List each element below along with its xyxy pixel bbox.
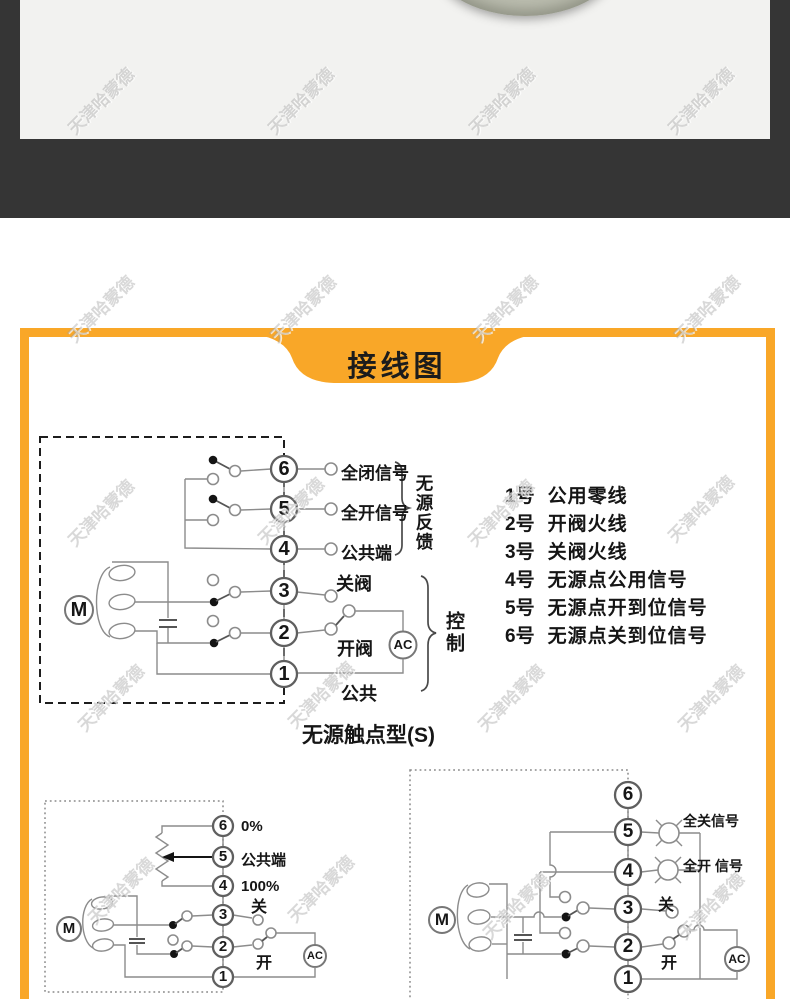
legend-desc: 无源点关到位信号 — [547, 626, 708, 647]
pot-terminal-1: 1 — [218, 968, 228, 985]
legend-row-6: 6号 无源点关到位信号 — [505, 624, 708, 650]
main-label-close-valve: 关阀 — [336, 574, 372, 594]
lamp-terminal-1: 1 — [622, 968, 634, 989]
main-label-fully-closed-signal: 全闭信号 — [341, 464, 409, 483]
lamp-terminal-3: 3 — [622, 898, 634, 919]
legend-desc: 开阀火线 — [547, 514, 628, 535]
lamp-terminal-2: 2 — [622, 936, 634, 957]
lamp-ac-label: AC — [728, 952, 746, 966]
lamp-terminal-5: 5 — [622, 821, 634, 842]
legend-num: 1号 — [505, 486, 535, 507]
main-label-fully-open-signal: 全开信号 — [341, 504, 409, 523]
legend-num: 3号 — [505, 542, 535, 563]
main-diagram-caption: 无源触点型(S) — [302, 724, 435, 747]
legend-row-2: 2号 开阀火线 — [505, 512, 628, 538]
dark-background-band — [0, 0, 790, 218]
legend-row-3: 3号 关阀火线 — [505, 540, 628, 566]
pot-ac-label: AC — [307, 950, 323, 962]
main-label-open-valve: 开阀 — [337, 639, 373, 659]
legend-desc: 无源点公用信号 — [547, 570, 688, 591]
pot-label-close: 关 — [251, 899, 268, 916]
product-photo-panel — [20, 0, 770, 139]
pot-label-0pct: 0% — [241, 818, 263, 835]
legend-desc: 关阀火线 — [547, 542, 628, 563]
lamp-label-open: 开 — [661, 955, 678, 972]
main-terminal-6: 6 — [278, 458, 290, 480]
legend-desc: 公用零线 — [547, 486, 628, 507]
pot-terminal-6: 6 — [218, 817, 228, 834]
legend-row-4: 4号 无源点公用信号 — [505, 568, 688, 594]
lamp-terminal-6: 6 — [622, 784, 634, 805]
lamp-label-close: 关 — [658, 897, 675, 914]
main-label-common-terminal: 公共端 — [341, 544, 392, 563]
pot-motor-label: M — [62, 920, 76, 937]
pot-terminal-5: 5 — [218, 848, 228, 865]
legend-row-5: 5号 无源点开到位信号 — [505, 596, 708, 622]
lamp-motor-label: M — [434, 910, 450, 929]
legend-num: 4号 — [505, 570, 535, 591]
main-ac-label: AC — [393, 637, 413, 652]
main-terminal-2: 2 — [278, 622, 290, 644]
legend-desc: 无源点开到位信号 — [547, 598, 708, 619]
lamp-label-fully-closed-signal: 全关信号 — [683, 813, 739, 829]
pot-terminal-2: 2 — [218, 938, 228, 955]
main-terminal-4: 4 — [278, 538, 290, 560]
legend-row-1: 1号 公用零线 — [505, 484, 628, 510]
actuator-product-photo — [430, 0, 620, 16]
legend-num: 5号 — [505, 598, 535, 619]
pot-terminal-3: 3 — [218, 906, 228, 923]
legend-num: 6号 — [505, 626, 535, 647]
main-terminal-5: 5 — [278, 498, 290, 520]
main-terminal-1: 1 — [278, 663, 290, 685]
banner-title: 接线图 — [347, 351, 447, 383]
pot-label-common-terminal: 公共端 — [241, 852, 287, 869]
main-motor-label: M — [70, 599, 88, 621]
lamp-label-fully-open-signal: 全开 信号 — [683, 858, 743, 874]
pot-label-open: 开 — [256, 955, 273, 972]
pot-label-100pct: 100% — [241, 878, 280, 895]
lamp-terminal-4: 4 — [622, 861, 634, 882]
pot-terminal-4: 4 — [218, 877, 228, 894]
main-feedback-group-label: 无源反馈 — [414, 474, 434, 552]
legend-num: 2号 — [505, 514, 535, 535]
main-terminal-3: 3 — [278, 580, 290, 602]
main-control-group-label: 控制 — [443, 611, 464, 655]
main-label-common: 公共 — [341, 684, 377, 704]
